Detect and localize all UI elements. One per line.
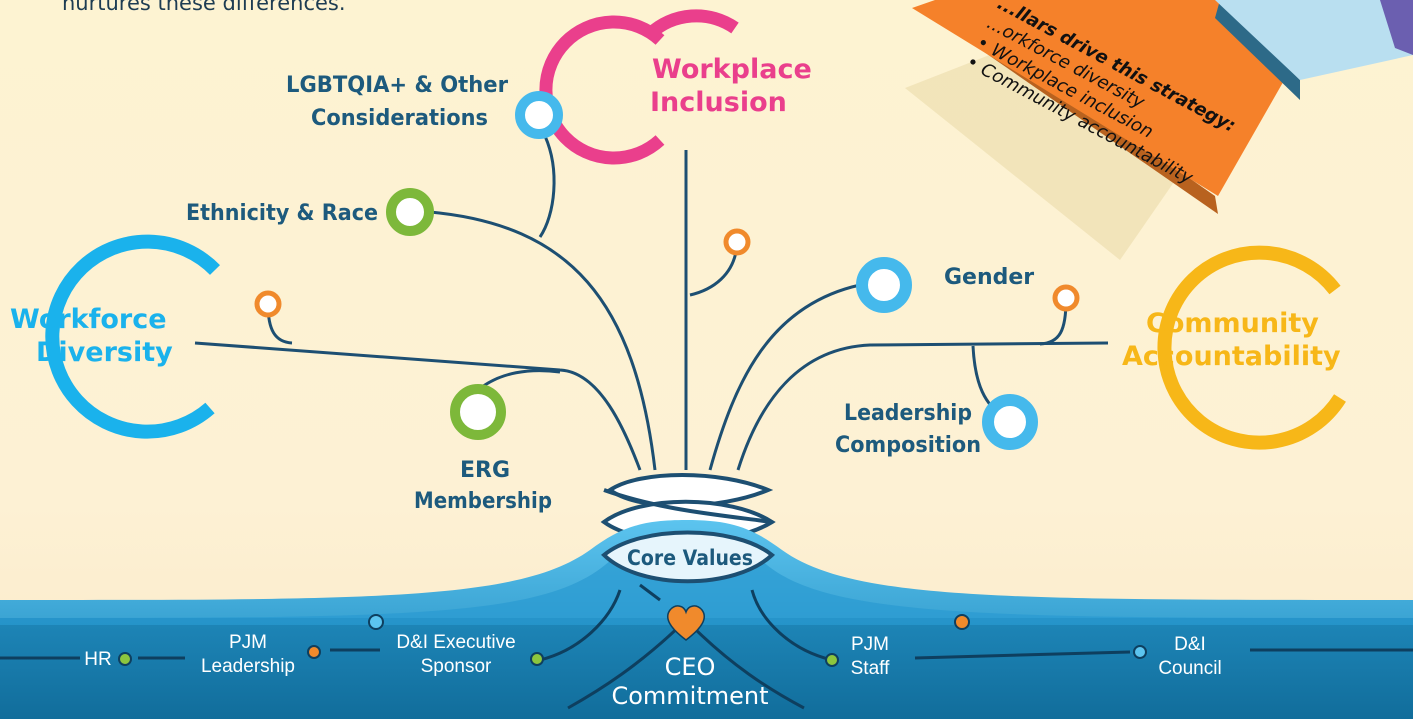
label-leadership-2: Composition	[835, 433, 981, 458]
pillar-community: Community Accountability	[1122, 245, 1346, 450]
bar-label-pjm-leadership-2: Leadership	[201, 656, 295, 677]
bar-label-di-exec-1: D&I Executive	[396, 632, 515, 653]
bar-label-ceo-1: CEO	[665, 653, 716, 681]
dot-di-exec-top	[368, 614, 384, 630]
line-workforce	[194, 341, 642, 471]
bar-label-pjm-staff-1: PJM	[851, 634, 889, 655]
dot-staff-top	[954, 614, 970, 630]
card-base	[912, 0, 1330, 196]
bar-label-ceo-2: Commitment	[611, 682, 768, 710]
label-erg-1: ERG	[460, 458, 510, 483]
line-lgbt	[538, 135, 556, 238]
core-values-shape	[601, 530, 776, 584]
heart-icon	[666, 605, 706, 641]
branch-lines	[194, 135, 1109, 471]
pillar-inclusion-line1: Workplace	[652, 54, 812, 85]
node-inclusion-small	[723, 228, 751, 256]
dot-hr	[118, 652, 132, 666]
bar-label-hr: HR	[84, 649, 111, 670]
pillar-inclusion-ring	[539, 15, 665, 165]
line-gender	[708, 283, 861, 471]
node-gender	[856, 257, 912, 313]
intro-text: nurtures these differences.	[62, 0, 346, 15]
node-ethnicity	[386, 188, 434, 236]
label-lgbt-2: Considerations	[311, 106, 488, 131]
dot-pjm-staff	[825, 653, 839, 667]
node-workforce-small	[254, 290, 282, 318]
core-values-label: Core Values	[627, 546, 753, 570]
label-lgbt-1: LGBTQIA+ & Other	[286, 73, 508, 98]
label-leadership-1: Leadership	[844, 401, 972, 426]
pillar-community-line1: Community	[1146, 308, 1319, 339]
pillar-workforce: Workforce Diversity	[10, 234, 220, 439]
label-gender: Gender	[944, 265, 1034, 290]
label-ethnicity: Ethnicity & Race	[186, 201, 378, 226]
dot-di-exec	[530, 652, 544, 666]
node-erg	[450, 384, 506, 440]
pillar-community-line2: Accountability	[1122, 341, 1341, 372]
label-erg-2: Membership	[414, 489, 552, 514]
node-lgbt	[515, 91, 563, 139]
card-top-side	[1215, 0, 1300, 100]
node-community-small	[1052, 284, 1080, 312]
dot-pjm-leadership	[307, 645, 321, 659]
pillar-inclusion: Workplace Inclusion	[539, 9, 812, 165]
bar-label-pjm-staff-2: Staff	[851, 658, 890, 679]
pillar-workforce-ring	[45, 234, 220, 439]
base-bar	[0, 618, 1413, 719]
node-leadership	[982, 394, 1038, 450]
line-ethnicity	[429, 210, 657, 471]
line-community	[736, 341, 1109, 471]
pillar-inclusion-line2: Inclusion	[650, 87, 787, 118]
pillars-card: ...llars drive this strategy: ...orkforc…	[905, 0, 1413, 260]
pillar-workforce-line1: Workforce	[10, 304, 167, 335]
pillar-community-ring	[1157, 245, 1346, 450]
bar-label-council-1: D&I	[1174, 634, 1206, 655]
card-figure	[1380, 0, 1413, 55]
bar-label-di-exec-2: Sponsor	[421, 656, 492, 677]
pillar-workforce-line2: Diversity	[36, 337, 173, 368]
bar-label-council-2: Council	[1158, 658, 1221, 679]
bar-label-pjm-leadership-1: PJM	[229, 632, 267, 653]
card-top	[1215, 0, 1413, 80]
dot-council	[1133, 645, 1147, 659]
bar-lines	[0, 583, 1413, 710]
